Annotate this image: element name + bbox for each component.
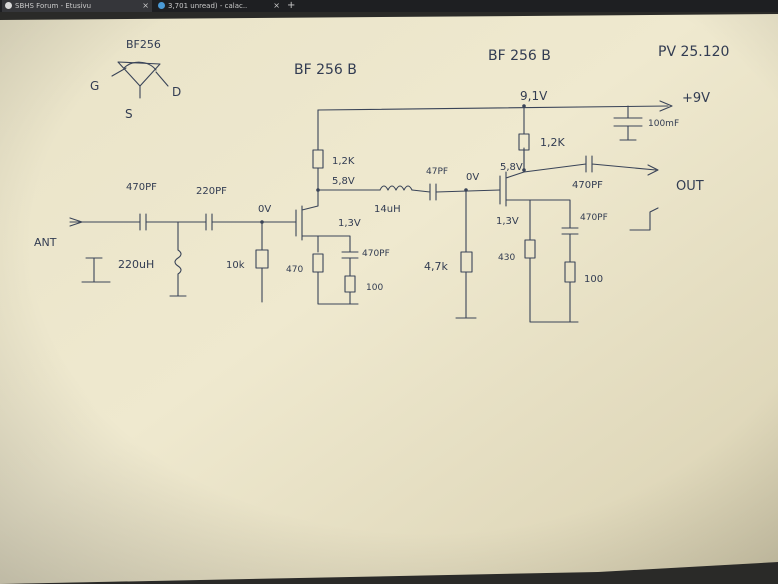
- coupling-cap-label: 47PF: [426, 167, 448, 177]
- stage2-title: BF 256 B: [488, 48, 551, 64]
- tab-mail-inbox[interactable]: 3,701 unread) - calac.. ×: [155, 0, 283, 12]
- wiring: [69, 61, 673, 323]
- forum-favicon-icon: [5, 2, 12, 9]
- stage2-gate-res: 4,7k: [424, 260, 448, 273]
- stage1-bypass-res: 100: [366, 283, 383, 293]
- schematic-photo: BF256 G S D BF 256 B BF 256 B PV 25.120 …: [0, 14, 778, 584]
- input-cap1-label: 470PF: [126, 182, 157, 193]
- stage2-gate-bias: 0V: [466, 172, 479, 183]
- close-icon[interactable]: ×: [273, 1, 280, 10]
- stage1-drain-res: 1,2K: [332, 156, 355, 167]
- stage1-source-voltage: 1,3V: [338, 218, 361, 229]
- input-cap2-label: 220PF: [196, 186, 227, 197]
- close-icon[interactable]: ×: [142, 1, 149, 10]
- antenna-label: ANT: [34, 236, 57, 249]
- tab-title: SBHS Forum - Etusivu: [15, 2, 92, 10]
- pinout-drain-label: D: [172, 85, 181, 99]
- stage1-gate-bias: 0V: [258, 204, 271, 215]
- pinout-part-label: BF256: [126, 38, 161, 51]
- stage2-source-res: 430: [498, 253, 515, 263]
- stage2-bypass-res: 100: [584, 274, 603, 285]
- stage2-bypass-cap: 470PF: [580, 213, 608, 223]
- stage2-drain-res: 1,2K: [540, 136, 565, 149]
- input-inductor-label: 220uH: [118, 258, 154, 271]
- output-cap-label: 470PF: [572, 180, 603, 191]
- stage2-drain-voltage: 5,8V: [500, 162, 523, 173]
- supply-voltage-label: 9,1V: [520, 89, 548, 103]
- author-date: PV 25.120: [658, 44, 729, 60]
- output-label: OUT: [676, 179, 704, 194]
- stage1-title: BF 256 B: [294, 62, 357, 78]
- supply-cap-label: 100mF: [648, 119, 679, 129]
- stage1-drain-voltage: 5,8V: [332, 176, 355, 187]
- junctions: [260, 104, 526, 224]
- mail-favicon-icon: [158, 2, 165, 9]
- browser-tab-bar: SBHS Forum - Etusivu × 3,701 unread) - c…: [0, 0, 778, 12]
- tab-sbhs-forum[interactable]: SBHS Forum - Etusivu ×: [2, 0, 152, 12]
- new-tab-button[interactable]: +: [287, 0, 296, 11]
- stage1-source-res: 470: [286, 265, 303, 275]
- coupling-inductor-label: 14uH: [374, 204, 401, 215]
- stage2-source-voltage: 1,3V: [496, 216, 519, 227]
- supply-rail-label: +9V: [682, 91, 710, 106]
- stage1-bypass-cap: 470PF: [362, 249, 390, 259]
- tab-title: 3,701 unread) - calac..: [168, 2, 248, 10]
- pinout-gate-label: G: [90, 79, 99, 93]
- stage1-gate-res: 10k: [226, 260, 245, 271]
- pinout-source-label: S: [125, 107, 133, 121]
